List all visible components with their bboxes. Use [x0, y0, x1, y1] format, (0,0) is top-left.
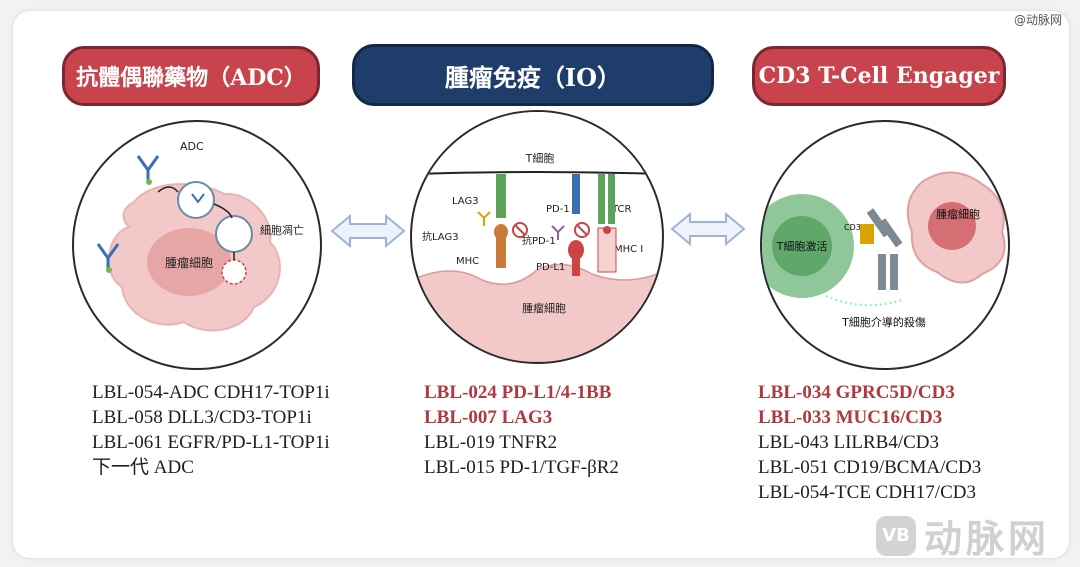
double-arrow-icon: [330, 214, 406, 248]
io-tcr-label: TCR: [611, 204, 632, 215]
io-mhc-label: MHC: [456, 256, 479, 267]
tumor-cell-icon: [412, 263, 662, 362]
io-lag3-label: LAG3: [452, 196, 479, 207]
pipeline-item: LBL-007 LAG3: [424, 407, 553, 428]
io-anti-pd1-label: 抗PD-1: [522, 234, 556, 247]
watermark-top: @动脉网: [1013, 13, 1062, 27]
logo-badge-icon: VB: [875, 515, 916, 556]
pipeline-item: LBL-058 DLL3/CD3-TOP1i: [92, 407, 312, 428]
pipeline-item: LBL-024 PD-L1/4-1BB: [424, 382, 612, 403]
tce-killing-label: T細胞介導的殺傷: [841, 315, 926, 329]
pipeline-item: LBL-043 LILRB4/CD3: [758, 432, 940, 453]
antibody-icon: [551, 225, 565, 240]
logo-text: 动脉网: [923, 517, 1050, 561]
pipeline-item: 下一代 ADC: [92, 457, 194, 478]
header-adc: 抗體偶聯藥物（ADC）: [62, 46, 320, 106]
header-tce: CD3 T-Cell Engager: [752, 46, 1006, 106]
tce-tcell-label: T細胞激活: [776, 239, 828, 253]
tcr-receptor: [597, 174, 617, 273]
pipeline-item: LBL-019 TNFR2: [424, 432, 558, 453]
tce-illustration: T細胞激活 CD3 腫瘤細胞 T細胞介導的殺傷: [760, 120, 1010, 370]
watermark-logo: VB 动脉网: [875, 508, 1050, 563]
io-illustration: T細胞 腫瘤細胞 LAG3 抗LAG3 MHC PD-1 抗PD-1 PD-L1…: [410, 110, 664, 364]
io-mhc1-label: MHC I: [614, 244, 643, 255]
header-io: 腫瘤免疫（IO）: [352, 44, 714, 106]
io-anti-lag3-label: 抗LAG3: [422, 230, 459, 243]
io-pdl1-label: PD-L1: [536, 262, 565, 273]
io-tcell-label: T細胞: [525, 152, 555, 165]
tce-cd3-label: CD3: [844, 223, 861, 232]
adc-tumor-label: 腫瘤細胞: [165, 255, 213, 270]
adc-label: ADC: [180, 140, 204, 153]
pipeline-item: LBL-015 PD-1/TGF-βR2: [424, 457, 619, 478]
antibody-icon: [866, 208, 903, 290]
pipeline-item: LBL-061 EGFR/PD-L1-TOP1i: [92, 432, 330, 453]
adc-illustration: 腫瘤細胞 ADC 細胞凋亡: [72, 120, 322, 370]
tce-tumor-label: 腫瘤細胞: [936, 207, 980, 221]
io-pd1-label: PD-1: [546, 204, 570, 215]
pd1-receptor: [568, 174, 584, 276]
pipeline-item: LBL-054-ADC CDH17-TOP1i: [92, 382, 330, 403]
pipeline-item: LBL-033 MUC16/CD3: [758, 407, 943, 428]
double-arrow-icon: [670, 212, 746, 246]
pipeline-item: LBL-034 GPRC5D/CD3: [758, 382, 955, 403]
lag3-receptor: [494, 174, 508, 268]
antibody-icon: [477, 211, 491, 226]
pipeline-item: LBL-051 CD19/BCMA/CD3: [758, 457, 982, 478]
pipeline-item: LBL-054-TCE CDH17/CD3: [758, 482, 976, 503]
io-tumor-label: 腫瘤細胞: [522, 301, 566, 315]
adc-apoptosis-label: 細胞凋亡: [260, 223, 304, 237]
